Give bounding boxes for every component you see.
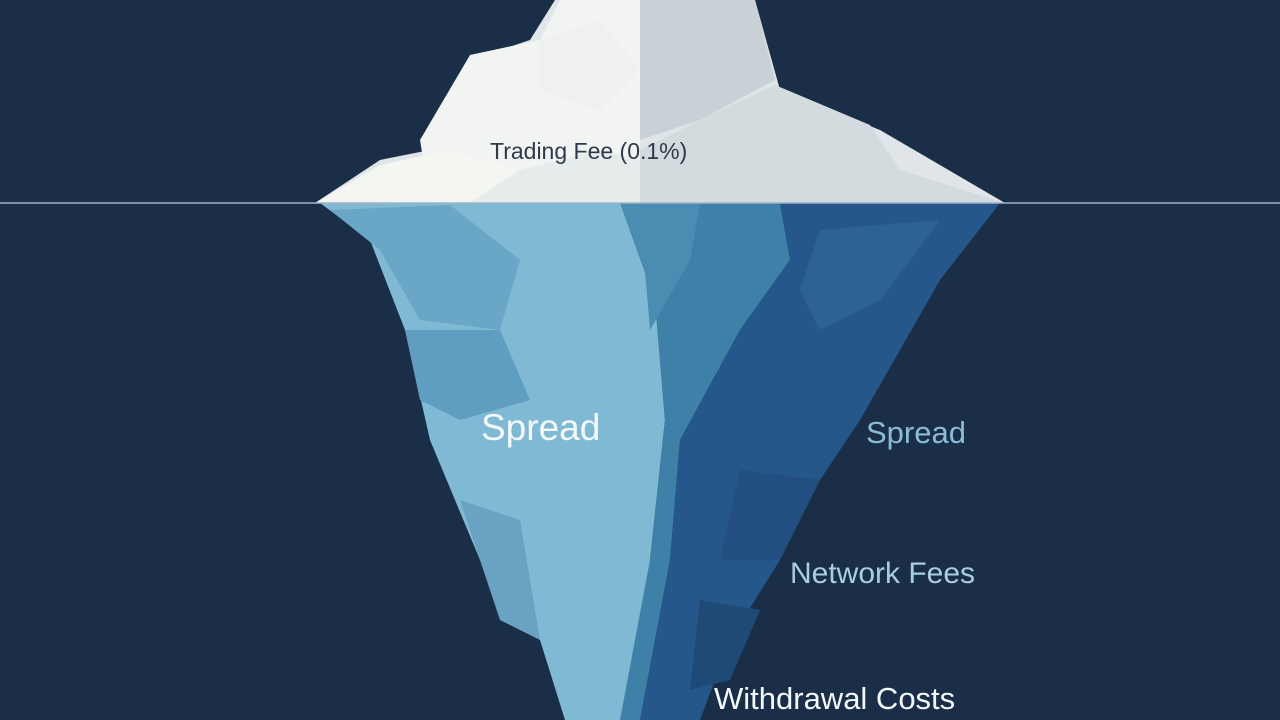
iceberg-tip (315, 0, 1005, 203)
withdrawal-costs-label: Withdrawal Costs (714, 681, 956, 716)
tip-label: Trading Fee (0.1%) (490, 138, 688, 164)
spread-side-label: Spread (866, 415, 966, 450)
network-fees-label: Network Fees (790, 557, 976, 590)
iceberg-underwater (320, 203, 1000, 720)
spread-main-label: Spread (481, 407, 601, 448)
